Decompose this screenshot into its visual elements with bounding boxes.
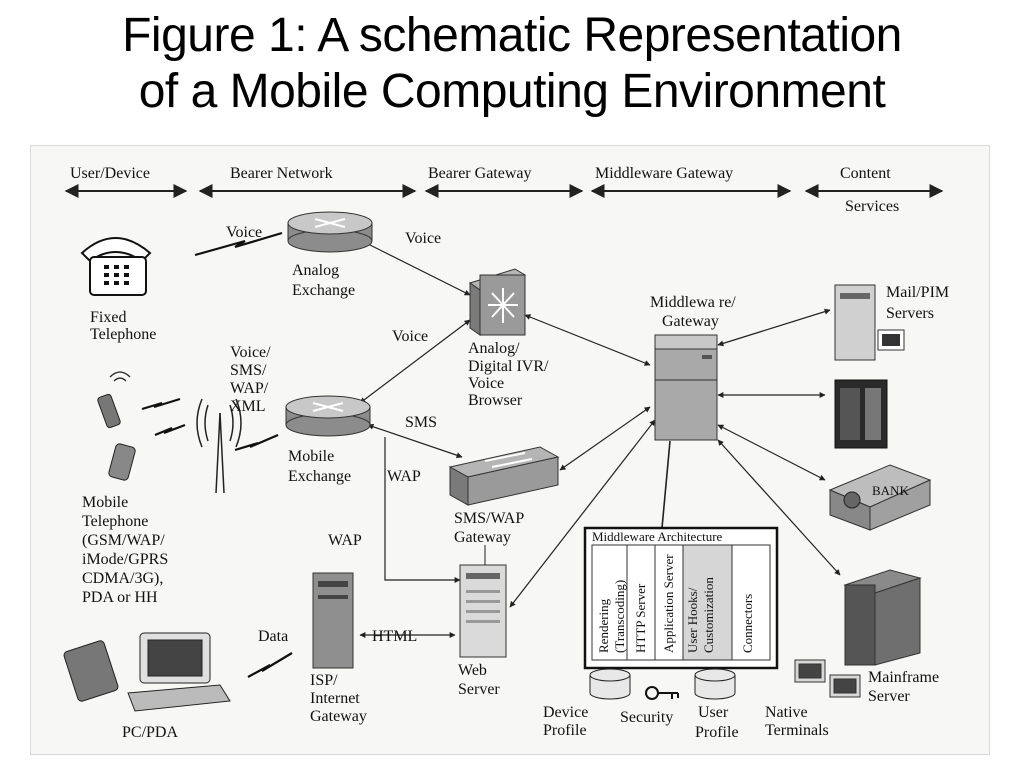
mobile-exchange-label: Mobile Exchange bbox=[288, 448, 351, 485]
pc-pda-label: PC/PDA bbox=[122, 724, 178, 741]
mainframe-icon bbox=[843, 569, 922, 666]
device-profile-label: Device Profile bbox=[543, 704, 592, 739]
mail-pim-label: Mail/PIM Servers bbox=[886, 284, 953, 322]
header-bearer-network: Bearer Network bbox=[230, 165, 333, 182]
mobile-phone-icon bbox=[97, 371, 136, 481]
link-html-label: HTML bbox=[372, 628, 417, 645]
link-voice-sms-wap-xml-label: Voice/ SMS/ WAP/ XML bbox=[230, 344, 275, 415]
middleware-server-icon bbox=[654, 334, 718, 441]
sms-wap-switch-icon bbox=[448, 446, 560, 506]
title-line-1: Figure 1: A schematic Representation bbox=[122, 9, 902, 62]
middleware-gateway-label: Middlewa re/ Gateway bbox=[650, 294, 740, 330]
middleware-architecture-panel bbox=[583, 526, 779, 670]
title-line-2: of a Mobile Computing Environment bbox=[138, 65, 886, 118]
link-data-label: Data bbox=[258, 628, 288, 645]
web-server-icon bbox=[459, 564, 507, 658]
header-user-device: User/Device bbox=[70, 165, 150, 182]
link-sms-label: SMS bbox=[405, 414, 437, 431]
cell-tower-icon bbox=[196, 398, 242, 494]
connection-lines bbox=[359, 239, 841, 638]
arch-connectors-label: Connectors bbox=[740, 594, 755, 653]
router-icon bbox=[285, 395, 371, 437]
web-server-label: Web Server bbox=[458, 662, 500, 698]
ivr-switch-icon bbox=[468, 268, 527, 336]
security-label: Security bbox=[620, 709, 673, 726]
mail-server-icon bbox=[834, 284, 905, 361]
header-middleware-gateway: Middleware Gateway bbox=[595, 165, 733, 182]
header-bearer-gateway: Bearer Gateway bbox=[428, 165, 532, 182]
mobile-telephone-label: Mobile Telephone (GSM/WAP/ iMode/GPRS CD… bbox=[82, 494, 172, 606]
key-icon bbox=[645, 686, 679, 700]
database-icon bbox=[589, 668, 631, 700]
link-voice-label: Voice bbox=[392, 328, 428, 345]
middleware-architecture-title: Middleware Architecture bbox=[592, 529, 723, 544]
analog-exchange-label: Analog Exchange bbox=[292, 262, 355, 299]
arch-application-server-label: Application Server bbox=[661, 554, 676, 653]
bank-label: BANK bbox=[872, 483, 909, 498]
wireless-links bbox=[141, 231, 293, 678]
user-profile-label: User Profile bbox=[695, 704, 739, 741]
link-wap-label: WAP bbox=[387, 468, 421, 485]
header-services: Services bbox=[845, 198, 899, 215]
telephone-icon bbox=[80, 237, 152, 296]
isp-gateway-label: ISP/ Internet Gateway bbox=[310, 672, 367, 725]
bank-icon bbox=[828, 464, 932, 531]
link-voice-label: Voice bbox=[226, 224, 262, 241]
fixed-telephone-label: Fixed Telephone bbox=[90, 309, 156, 343]
pc-icon bbox=[63, 632, 231, 712]
arch-rendering-label: Rendering (Transcoding) bbox=[596, 580, 627, 653]
isp-server-icon bbox=[312, 572, 354, 669]
diagram: User/Device Bearer Network Bearer Gatewa… bbox=[63, 165, 953, 741]
sms-wap-gateway-label: SMS/WAP Gateway bbox=[454, 510, 528, 546]
database-icon bbox=[694, 668, 736, 700]
header-content: Content bbox=[840, 165, 891, 182]
terminal-icon bbox=[794, 659, 861, 698]
mainframe-server-label: Mainframe Server bbox=[868, 669, 943, 705]
arch-user-hooks-label: User Hooks/ Customization bbox=[685, 577, 716, 653]
page-title: Figure 1: A schematic Representation of … bbox=[0, 8, 1024, 120]
link-wap-label: WAP bbox=[328, 532, 362, 549]
native-terminals-label: Native Terminals bbox=[765, 704, 829, 739]
analog-ivr-label: Analog/ Digital IVR/ Voice Browser bbox=[468, 340, 552, 409]
link-voice-label: Voice bbox=[405, 230, 441, 247]
router-icon bbox=[287, 211, 373, 253]
arch-http-server-label: HTTP Server bbox=[633, 583, 648, 653]
vending-machine-icon bbox=[834, 379, 888, 449]
